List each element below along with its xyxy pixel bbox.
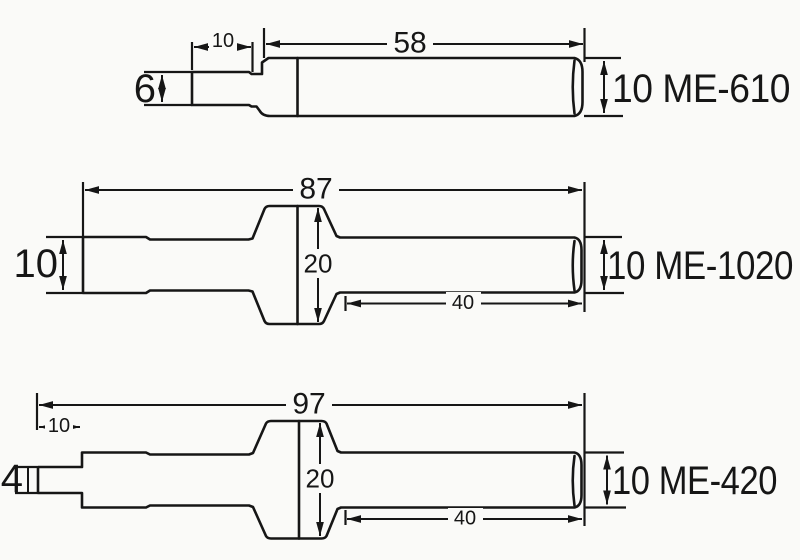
dim-head-width-me1020: 20 [302,208,334,322]
dim-body-length-me610: 58 [262,27,586,62]
dim-text-mask [209,32,237,50]
dim-value: 10 [14,242,59,286]
dim-value: 40 [454,508,476,530]
dim-tip-diameter-me610: 6 [134,67,192,111]
dim-value: 20 [304,249,333,279]
part-label-me1020: 10 ME-1020 [607,244,793,288]
part-outline-me1020 [81,204,583,326]
dim-tip-length-me420: 10 [39,415,80,437]
drawing-me1020: 87 10 20 40 10 ME-1020 [14,173,794,326]
dim-text-mask [302,249,334,278]
end-chamfer-arc-me610 [571,59,576,115]
part-outline-me420 [36,419,583,540]
dim-text-mask [45,417,73,436]
dim-text-mask [448,508,483,530]
dim-text-mask [304,464,336,493]
dim-text-mask [293,176,339,203]
drawing-me420: 97 10 4 20 40 10 ME-420 [1,388,778,540]
dim-shaft-length-me1020: 40 [344,292,582,314]
dim-value: 6 [134,67,156,111]
dim-shaft-diameter-me1020: 10 ME-1020 [584,235,794,295]
dim-shaft-diameter-me420: 10 ME-420 [584,451,778,509]
dim-tip-diameter-me420: 4 [1,457,37,501]
dim-value: 40 [452,292,474,314]
dim-body-diameter-me610: 10 ME-610 [584,56,791,118]
dim-text-mask [446,292,481,314]
dim-head-width-me420: 20 [304,423,336,536]
part-outline-me610 [190,56,584,118]
dim-text-mask [286,391,332,418]
dim-value: 10 [212,30,234,52]
dim-text-mask [387,29,433,56]
dim-shaft-length-me420: 40 [344,508,582,530]
part-label-me610: 10 ME-610 [612,67,790,111]
dim-value: 10 [48,415,70,437]
dim-overall-length-me420: 97 [35,388,586,526]
dim-tip-length-me610: 10 [190,30,254,72]
dim-value: 87 [299,173,332,206]
dim-value: 20 [306,464,335,494]
end-chamfer-arc-me1020 [571,239,576,292]
dim-value: 58 [393,27,426,60]
dim-value: 4 [1,457,23,501]
dim-overall-length-me1020: 87 [81,173,586,312]
end-chamfer-arc-me420 [571,454,576,507]
part-label-me420: 10 ME-420 [612,459,777,503]
dim-value: 97 [292,388,325,421]
drawing-me610: 6 10 58 10 ME-610 [134,27,791,118]
dim-left-diameter-me1020: 10 [14,235,82,295]
